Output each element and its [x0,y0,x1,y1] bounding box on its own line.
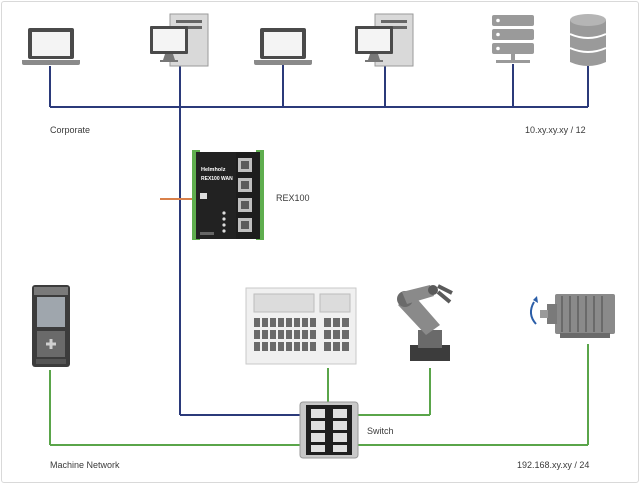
gateway-brand-text: Helmholz [201,167,226,173]
panel-key [278,330,284,339]
panel-key [254,342,260,351]
server-rack-icon [492,15,534,63]
panel-key [342,330,349,339]
panel-key [278,342,284,351]
panel-key [310,318,316,327]
plc-controller-icon [32,285,70,367]
panel-key [262,330,268,339]
panel-key [270,342,276,351]
corporate-network-address: 10.xy.xy.xy / 12 [525,125,586,135]
panel-key [324,318,331,327]
panel-key [302,342,308,351]
electric-motor-icon [530,294,615,338]
panel-key [286,342,292,351]
corporate-network-lines [49,60,589,416]
panel-key [286,318,292,327]
panel-key [302,330,308,339]
laptop-icon [22,28,80,65]
panel-key [333,318,340,327]
panel-key [294,318,300,327]
panel-key [254,330,260,339]
panel-key [342,318,349,327]
corporate-network-label: Corporate [50,125,91,135]
panel-key [324,330,331,339]
panel-key [294,342,300,351]
desktop-computer-icon [150,13,209,67]
panel-key [333,342,340,351]
panel-key [262,318,268,327]
gateway-label: REX100 [276,193,310,203]
panel-key [294,330,300,339]
machine-network-address: 192.168.xy.xy / 24 [517,460,590,470]
gateway-model-text: REX100 WAN [201,176,233,182]
panel-key [270,318,276,327]
panel-key [310,330,316,339]
panel-key [278,318,284,327]
database-icon [569,14,607,66]
rex100-gateway-device: Helmholz REX100 WAN [192,150,264,240]
panel-key [342,342,349,351]
operator-panel-icon [245,287,357,365]
panel-key [302,318,308,327]
panel-key [270,330,276,339]
panel-key [254,318,260,327]
machine-network-lines [49,344,589,446]
desktop-computer-icon [355,13,414,67]
machine-network-label: Machine Network [50,460,120,470]
panel-key [310,342,316,351]
panel-key [262,342,268,351]
panel-key [333,330,340,339]
robot-arm-icon [397,284,453,361]
panel-key [324,342,331,351]
switch-label: Switch [367,426,394,436]
panel-key [286,330,292,339]
laptop-icon [254,28,312,65]
network-switch-icon [299,401,359,459]
